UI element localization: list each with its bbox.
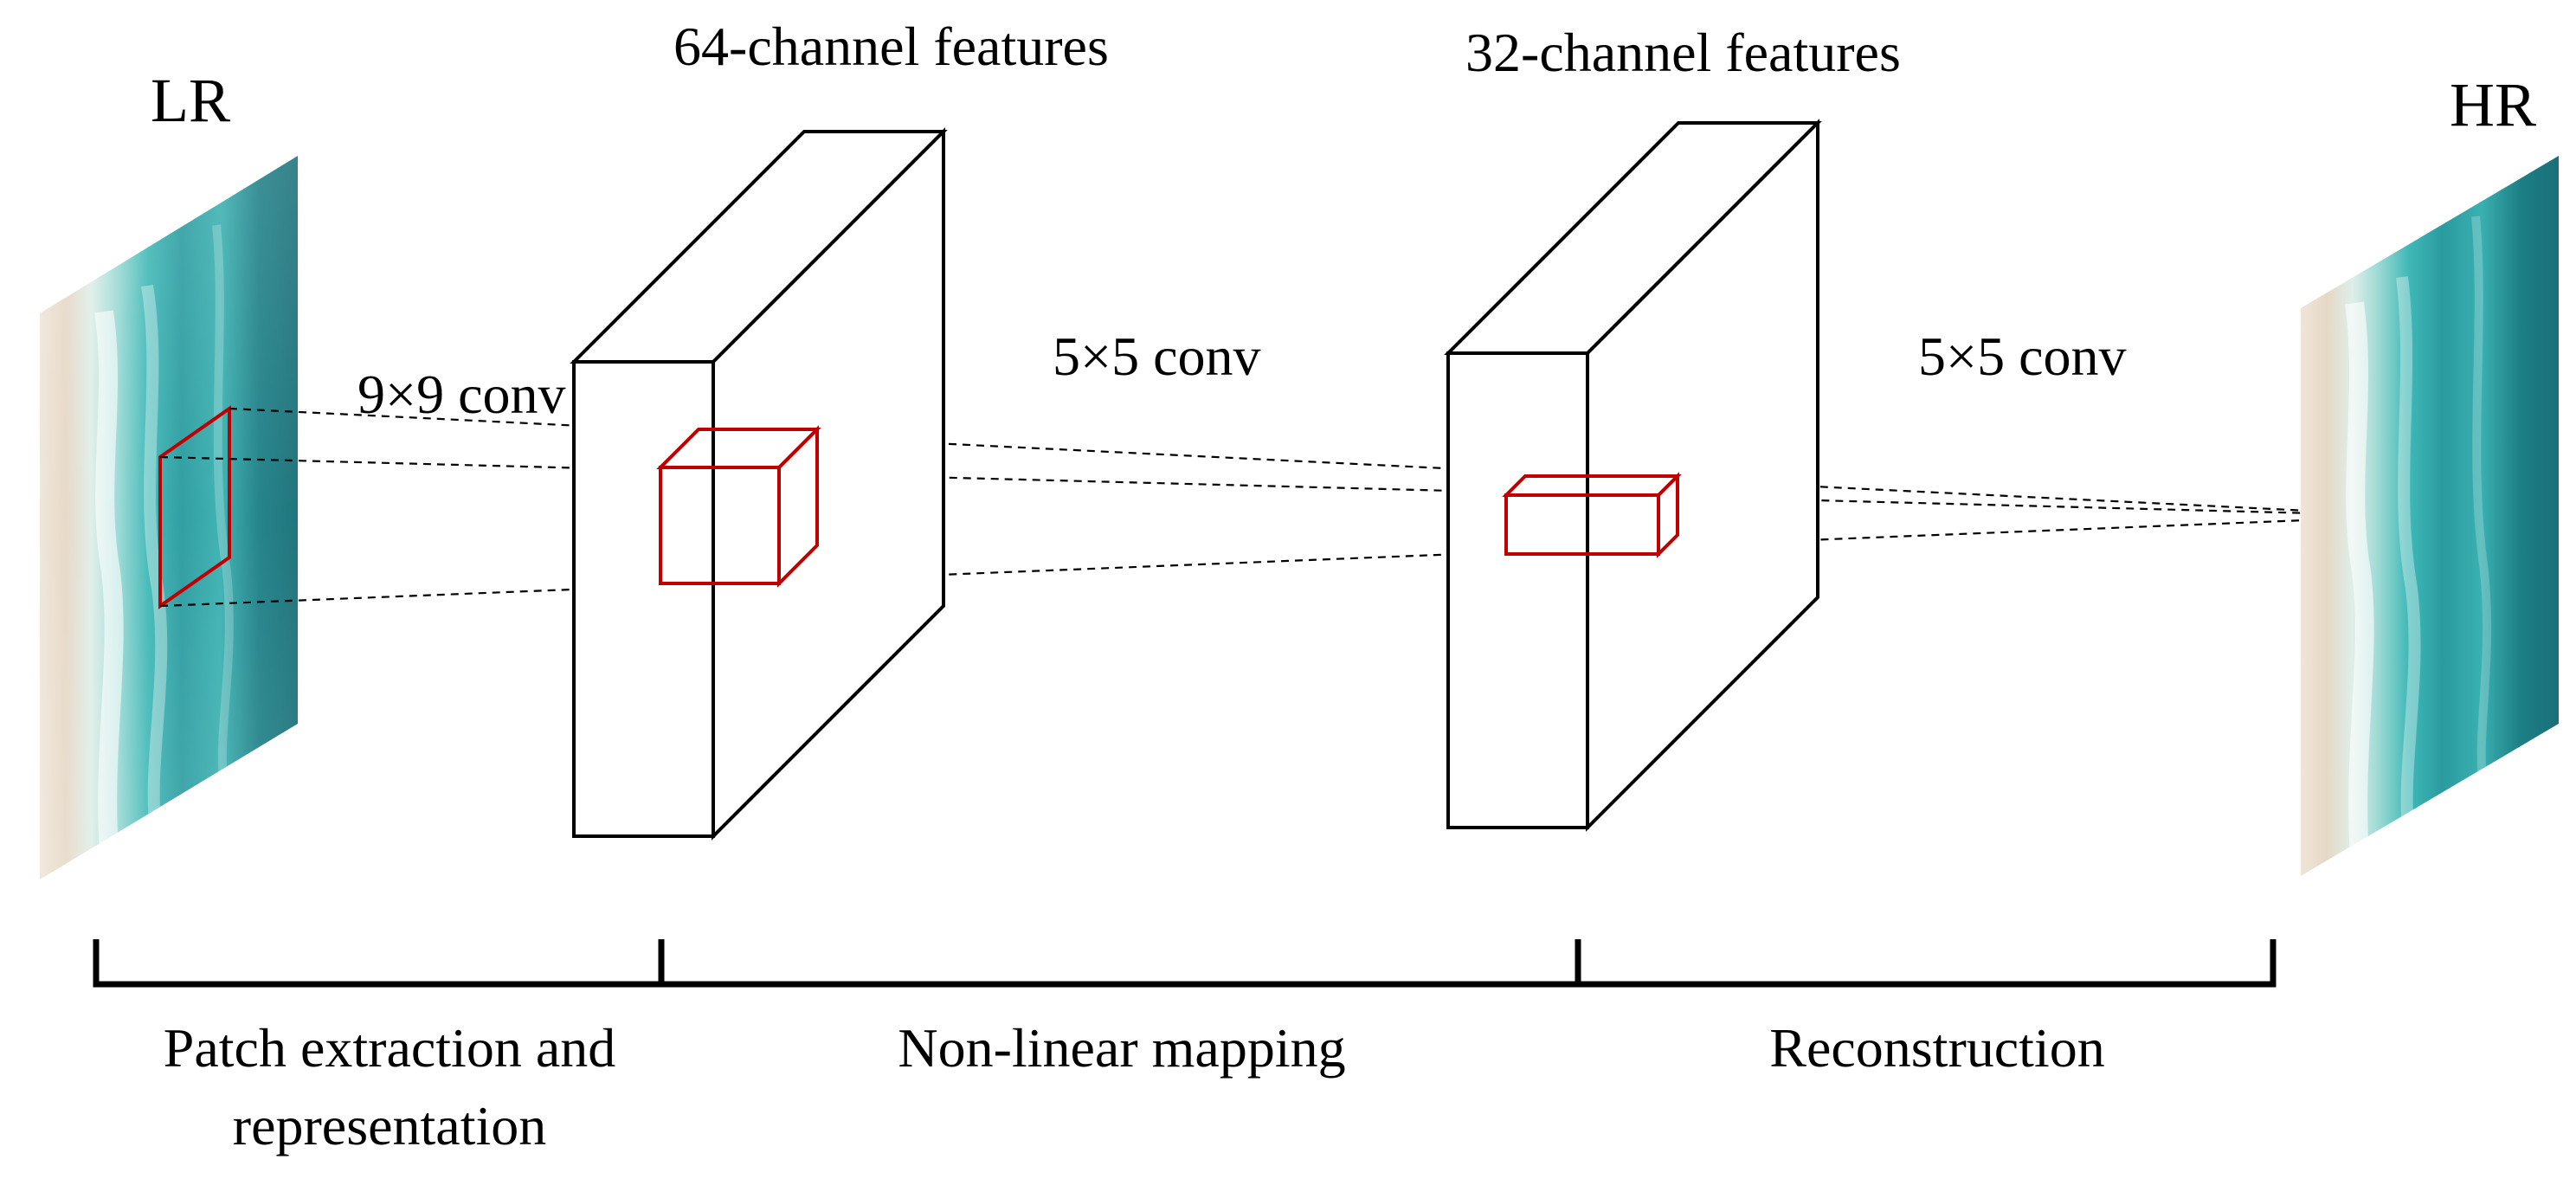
feature-map-64-label: 64-channel features	[673, 16, 1109, 77]
projection-lines	[159, 407, 2414, 608]
lr-image-group: LR	[40, 66, 298, 879]
hr-image-group: HR	[2301, 70, 2559, 876]
stage-non-linear-mapping: Non-linear mapping	[898, 1017, 1345, 1079]
conv-9x9-label: 9×9 conv	[357, 364, 566, 425]
patch-cube-64	[656, 425, 821, 588]
feature-map-64	[570, 127, 948, 841]
hr-image	[2301, 156, 2559, 876]
stage-patch-extraction-line1: Patch extraction and	[164, 1017, 615, 1079]
conv-5x5-reconstruction-label: 5×5 conv	[1918, 325, 2127, 387]
hr-label: HR	[2450, 70, 2536, 139]
lr-image	[40, 156, 298, 879]
feature-map-32-label: 32-channel features	[1465, 22, 1901, 83]
feature-map-32	[1444, 119, 1822, 832]
lr-patch	[158, 405, 231, 609]
stage-bracket	[93, 939, 2277, 988]
lr-label: LR	[151, 66, 230, 135]
stage-patch-extraction-line2: representation	[233, 1095, 547, 1156]
conv-5x5-mapping-label: 5×5 conv	[1053, 325, 1261, 387]
patch-cube-32	[1502, 472, 1682, 558]
stage-reconstruction: Reconstruction	[1769, 1017, 2104, 1079]
